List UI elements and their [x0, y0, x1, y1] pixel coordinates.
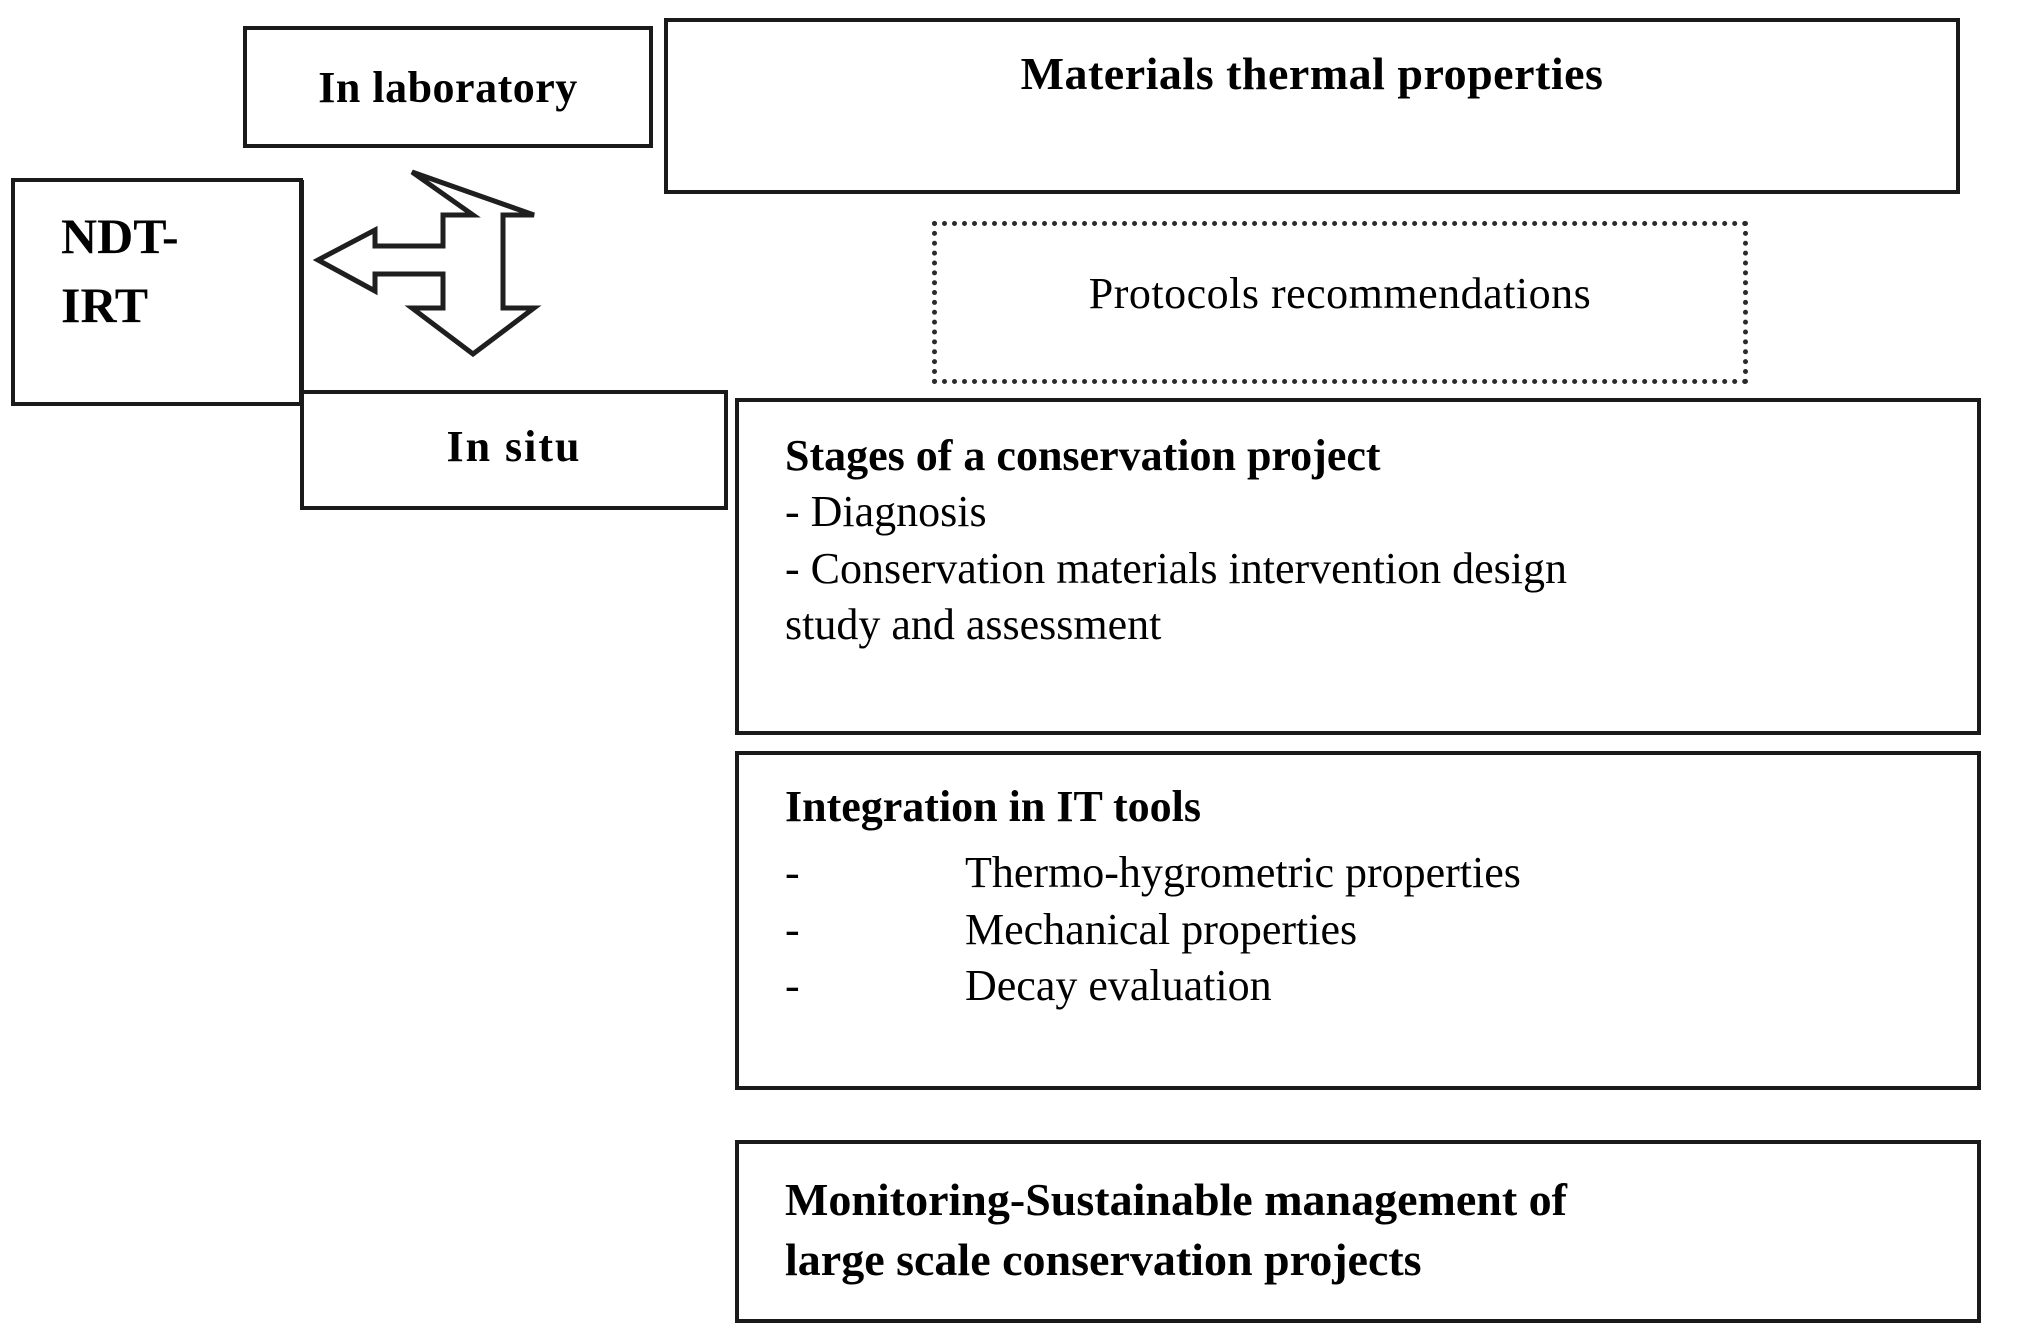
box-materials-thermal-properties: Materials thermal properties: [664, 18, 1960, 194]
it-tools-bullet-1: Thermo-hygrometric properties: [965, 848, 1521, 898]
list-item: - Mechanical properties: [785, 902, 1957, 958]
box-integration-in-it-tools: Integration in IT tools - Thermo-hygrome…: [735, 751, 1981, 1090]
ndt-irt-label-line1: NDT-: [61, 208, 179, 264]
ndt-irt-label-line2: IRT: [61, 277, 149, 333]
it-tools-bullet-list: - Thermo-hygrometric properties - Mechan…: [785, 845, 1957, 1014]
three-way-arrow-icon: [300, 168, 600, 368]
in-laboratory-label: In laboratory: [318, 63, 578, 112]
it-tools-bullet-3: Decay evaluation: [965, 960, 1272, 1010]
stages-line-2: - Conservation materials intervention de…: [785, 543, 1568, 593]
bullet-dash-icon: -: [785, 848, 800, 898]
materials-thermal-properties-label: Materials thermal properties: [1020, 48, 1604, 99]
connector-line-vertical: [299, 180, 304, 395]
it-tools-heading: Integration in IT tools: [785, 782, 1202, 831]
box-monitoring-sustainable-management: Monitoring-Sustainable management of lar…: [735, 1140, 1981, 1323]
list-item: - Thermo-hygrometric properties: [785, 845, 1957, 901]
stages-heading: Stages of a conservation project: [785, 431, 1381, 480]
it-tools-text-block: Integration in IT tools - Thermo-hygrome…: [785, 779, 1957, 1014]
bullet-dash-icon: -: [785, 960, 800, 1010]
list-item: - Decay evaluation: [785, 958, 1957, 1014]
stages-text-block: Stages of a conservation project - Diagn…: [785, 428, 1957, 653]
monitoring-line-2: large scale conservation projects: [785, 1233, 1422, 1285]
monitoring-line-1: Monitoring-Sustainable management of: [785, 1174, 1567, 1225]
protocols-recommendations-label: Protocols recommendations: [1088, 269, 1592, 318]
box-stages-of-conservation-project: Stages of a conservation project - Diagn…: [735, 398, 1981, 735]
box-ndt-irt: NDT- IRT: [11, 178, 303, 406]
bullet-dash-icon: -: [785, 904, 800, 954]
monitoring-text-block: Monitoring-Sustainable management of lar…: [785, 1170, 1957, 1290]
box-protocols-recommendations: Protocols recommendations: [932, 221, 1748, 384]
stages-line-1: - Diagnosis: [785, 487, 987, 537]
stages-line-3: study and assessment: [785, 599, 1162, 649]
in-situ-label: In situ: [446, 422, 582, 471]
box-in-laboratory: In laboratory: [243, 26, 653, 148]
box-in-situ: In situ: [300, 390, 728, 510]
it-tools-bullet-2: Mechanical properties: [965, 904, 1358, 954]
